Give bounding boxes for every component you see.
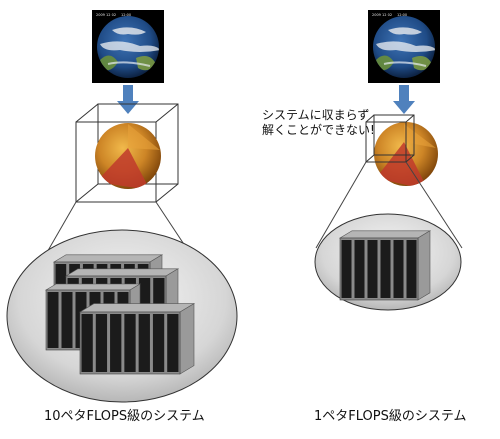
rack-cabinet xyxy=(354,240,365,298)
right-earth-date: 2009 12 02 xyxy=(372,13,392,17)
rack-cabinet xyxy=(152,314,165,372)
left-sphere xyxy=(95,123,161,189)
left-down-arrow xyxy=(117,85,139,114)
left-earth-date: 2009 12 02 xyxy=(96,13,116,17)
rack-cabinet xyxy=(367,240,378,298)
right-rack-row xyxy=(338,230,432,301)
left-rack-row-front xyxy=(78,303,196,375)
right-down-arrow xyxy=(393,85,415,114)
rack-cabinet xyxy=(124,314,136,372)
right-panel: 2009 12 02 12:00 xyxy=(314,10,463,311)
left-panel: 2009 12 02 12:00 xyxy=(6,10,238,403)
right-earth-image: 2009 12 02 12:00 xyxy=(368,10,440,83)
rack-cabinet xyxy=(406,240,417,298)
right-zoom-line-left xyxy=(315,161,367,249)
rack-cabinet xyxy=(61,292,73,348)
rack-cabinet xyxy=(138,314,150,372)
right-note: システムに収まらず 解くことができない! xyxy=(262,108,375,138)
rack-cabinet xyxy=(81,314,93,372)
right-rack-cluster xyxy=(338,230,432,301)
right-earth-time: 12:00 xyxy=(397,13,407,17)
rack-cabinet xyxy=(380,240,391,298)
rack-cabinet xyxy=(167,314,179,372)
left-caption: 10ペタFLOPS級のシステム xyxy=(44,409,205,424)
rack-cabinet xyxy=(393,240,404,298)
right-cube xyxy=(365,114,415,163)
rack-cabinet xyxy=(95,314,108,372)
right-note-line1: システムに収まらず xyxy=(262,108,370,122)
right-note-line2: 解くことができない! xyxy=(262,123,375,137)
left-earth-time: 12:00 xyxy=(121,13,131,17)
rack-cabinet xyxy=(341,240,352,298)
rack-cabinet xyxy=(47,292,59,348)
left-rack-cluster xyxy=(44,254,196,375)
right-zoom-line-right xyxy=(405,161,463,249)
right-caption: 1ペタFLOPS級のシステム xyxy=(314,409,467,424)
left-earth-image: 2009 12 02 12:00 xyxy=(92,10,164,83)
rack-cabinet xyxy=(110,314,122,372)
